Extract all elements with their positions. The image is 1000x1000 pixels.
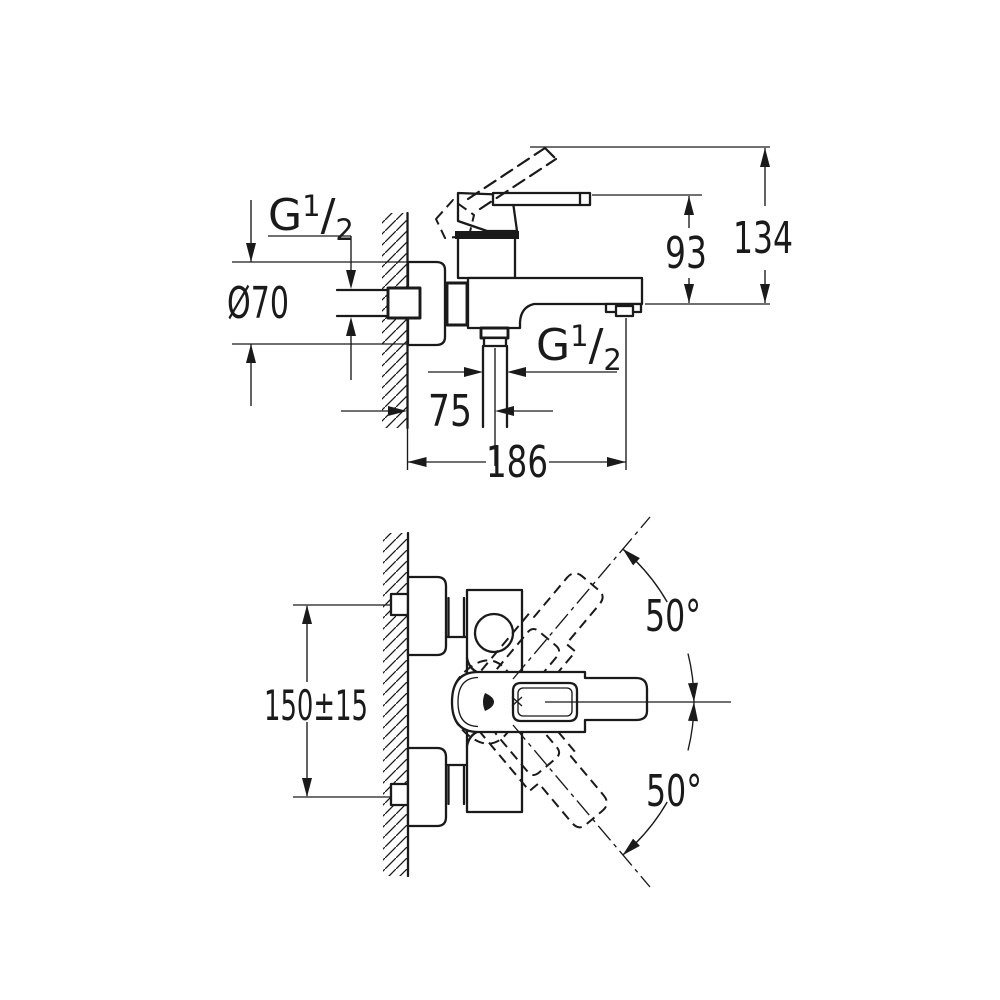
dimension-outlet-offset-75: 75	[341, 386, 553, 437]
mixer-body-and-spout	[466, 276, 644, 330]
handle-plan	[450, 670, 731, 734]
lever-handle	[491, 191, 592, 207]
g12-sub: 2	[603, 343, 621, 377]
wall-section-side	[382, 211, 409, 430]
cartridge-housing	[456, 234, 517, 280]
dim-186-label: 186	[486, 437, 548, 488]
wall-hatching	[382, 213, 407, 428]
g12-sub: 2	[335, 213, 353, 247]
dim-93-label: 93	[665, 228, 707, 279]
escutcheon-top	[406, 575, 448, 657]
dim-50deg-lower-label: 50°	[646, 766, 702, 817]
outlet-nut	[479, 326, 510, 340]
lever-raised-ghost	[435, 146, 558, 239]
plan-view: 50° 50° 150±15	[264, 516, 731, 888]
supply-pipe	[335, 288, 391, 318]
dimension-swing-lower-50: 50°	[619, 701, 702, 859]
g12-slash: /	[321, 190, 336, 241]
hub-base-seal	[455, 231, 519, 239]
dimension-connection-distance-150: 150±15	[264, 604, 391, 798]
center-mark	[511, 696, 523, 707]
dimension-swing-upper-50: 50°	[619, 545, 701, 703]
dim-50deg-upper-label: 50°	[645, 591, 701, 642]
dimension-flange-diameter-70: Ø70	[227, 200, 407, 406]
hub-inner-line	[457, 676, 479, 728]
aerator-insert	[614, 304, 635, 318]
g12-prefix: G	[536, 320, 570, 371]
wall-flange	[406, 260, 447, 347]
supply-nut-top	[389, 592, 410, 617]
supply-nut-bottom	[389, 782, 410, 807]
dim-g12-outlet-label: G1/2	[536, 319, 622, 377]
union-neck-bottom	[444, 763, 469, 806]
wall-section-plan	[383, 531, 410, 878]
indicator-dot	[483, 693, 494, 711]
g12-sup: 1	[570, 319, 588, 353]
dim-d70-label: Ø70	[227, 278, 289, 329]
dimension-overall-height-134: 134	[530, 146, 793, 305]
dimension-outlet-thread-g12: G1/2	[428, 319, 622, 377]
side-view: 134 93 G1/2 Ø70 G1/2	[227, 146, 793, 488]
g12-sup: 1	[302, 189, 320, 223]
dim-g12-inlet-label: G1/2	[268, 189, 354, 247]
outlet-collar	[482, 336, 508, 348]
dim-134-label: 134	[733, 213, 793, 264]
cartridge-cap	[473, 612, 515, 654]
dim-150-label: 150±15	[264, 681, 368, 730]
dim-75-label: 75	[428, 386, 472, 437]
dimension-inlet-thread-g12: G1/2	[268, 189, 356, 380]
dimension-overall-depth-186: 186	[406, 318, 627, 488]
wall-hatching	[383, 533, 408, 876]
union-neck-top	[444, 596, 469, 639]
swivel-axis-lower	[512, 724, 651, 888]
dimension-lever-height-93: 93	[592, 194, 707, 303]
wall-fitting	[386, 286, 422, 320]
swivel-axis-upper	[512, 516, 651, 680]
g12-prefix: G	[268, 190, 302, 241]
union-nut	[445, 281, 469, 327]
g12-slash: /	[589, 320, 604, 371]
escutcheon-bottom	[406, 746, 448, 828]
